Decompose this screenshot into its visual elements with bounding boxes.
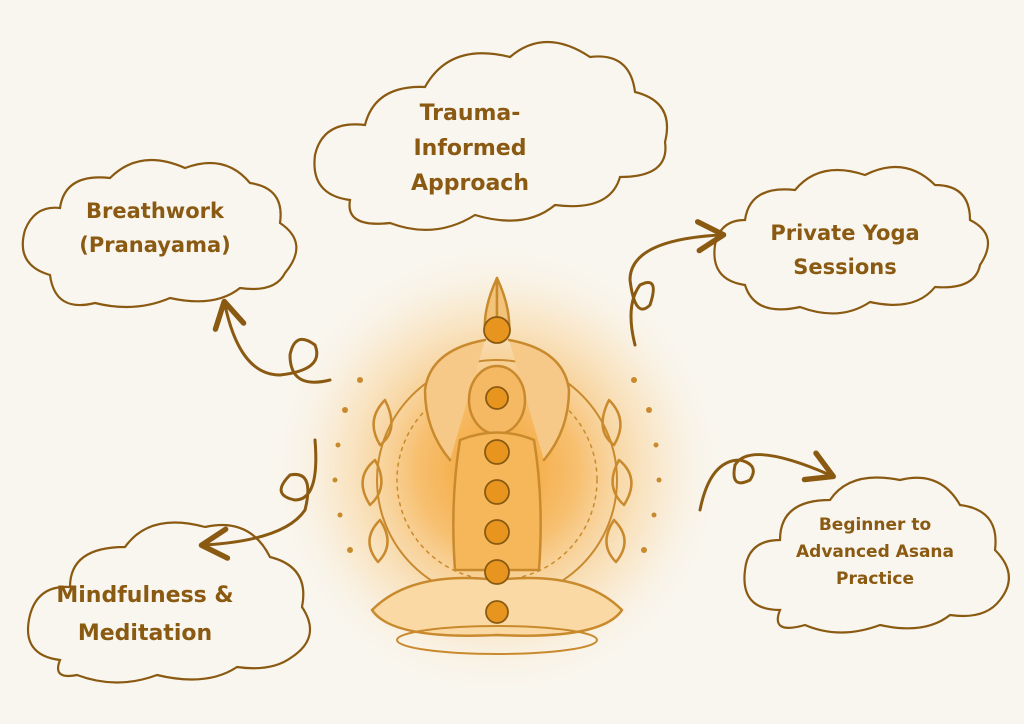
cloud-label-line: Private Yoga (770, 221, 919, 245)
cloud-mindfulness: Mindfulness & Meditation (26, 521, 312, 684)
cloud-outline (743, 476, 1010, 634)
arrow-to-breathwork (212, 298, 332, 384)
cloud-label-line: Informed (414, 136, 527, 161)
cloud-outline (713, 165, 990, 315)
cloud-label-line: Mindfulness & (56, 583, 233, 608)
cloud-label-line: Sessions (793, 255, 896, 279)
arrow-to-mindfulness (198, 438, 318, 561)
cloud-label-line: Advanced Asana (796, 542, 954, 562)
arrow-to-asana (698, 450, 836, 512)
cloud-label-line: Beginner to (819, 515, 931, 535)
cloud-private-yoga: Private Yoga Sessions (713, 165, 990, 315)
cloud-trauma-informed: Trauma- Informed Approach (313, 40, 669, 231)
cloud-outline (26, 521, 312, 684)
cloud-label-line: Meditation (78, 621, 212, 646)
arrow-to-private-yoga (628, 219, 727, 347)
cloud-label-line: Practice (836, 569, 914, 589)
cloud-outline (313, 40, 669, 231)
cloud-asana-practice: Beginner to Advanced Asana Practice (743, 476, 1010, 634)
chakra-points (483, 316, 511, 624)
cloud-label-line: Breathwork (86, 199, 225, 223)
cloud-label-line: (Pranayama) (79, 233, 231, 257)
cloud-outline (21, 158, 298, 309)
cloud-breathwork: Breathwork (Pranayama) (21, 158, 298, 309)
cloud-label-line: Approach (411, 171, 529, 196)
cloud-label-line: Trauma- (420, 101, 521, 126)
